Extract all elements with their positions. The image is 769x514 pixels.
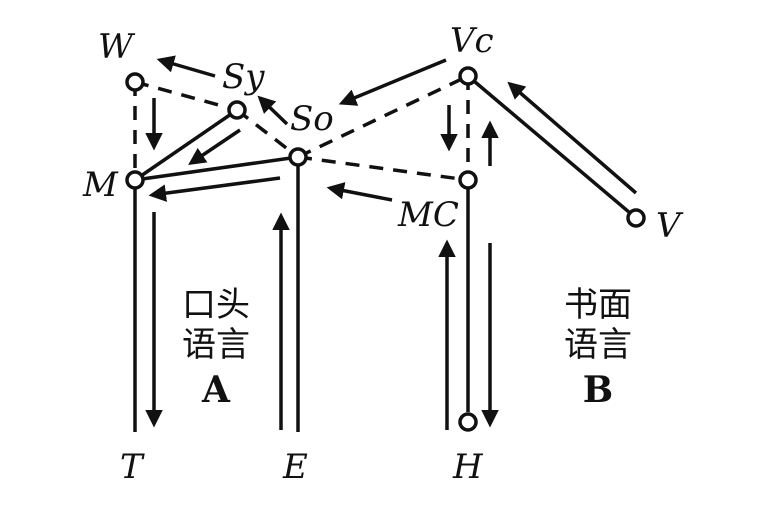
arrow-mc-to-so xyxy=(326,182,393,202)
label-vc: Vc xyxy=(450,21,494,61)
label-t: T xyxy=(120,447,145,487)
nodes xyxy=(125,66,646,432)
arrows xyxy=(145,55,638,430)
section-written: 书面 语言 B xyxy=(564,285,632,411)
label-w: W xyxy=(98,27,136,67)
node-so xyxy=(288,147,308,167)
dash-w-sy xyxy=(134,80,238,112)
label-m: M xyxy=(82,165,119,205)
spoken-line2: 语言 xyxy=(182,325,250,365)
node-sy xyxy=(227,100,247,120)
written-line2: 语言 xyxy=(564,325,632,365)
section-spoken: 口头 语言 A xyxy=(182,285,250,411)
node-mc xyxy=(458,170,478,190)
dash-so-mc xyxy=(297,155,469,182)
node-w xyxy=(125,72,145,92)
solid-links xyxy=(133,74,638,432)
dash-sy-so xyxy=(235,108,300,159)
dashed-links xyxy=(133,74,470,182)
written-letter: B xyxy=(583,369,613,411)
node-h xyxy=(458,412,478,432)
arrow-so-to-m xyxy=(148,176,281,202)
written-line1: 书面 xyxy=(564,285,632,325)
link-vc-v xyxy=(466,74,638,220)
spoken-letter: A xyxy=(201,369,231,411)
node-m xyxy=(125,170,145,190)
label-mc: MC xyxy=(397,195,459,235)
label-so: So xyxy=(290,99,334,139)
link-m-so xyxy=(134,155,299,182)
label-v: V xyxy=(656,206,684,246)
node-v xyxy=(626,208,646,228)
dash-so-vc xyxy=(297,74,469,159)
spoken-line1: 口头 xyxy=(182,285,250,325)
arrow-vc-to-so xyxy=(338,58,447,106)
link-m-sy xyxy=(134,108,238,182)
node-labels: W Sy So Vc M MC V T E H xyxy=(82,21,684,487)
label-h: H xyxy=(452,447,484,487)
arrow-sy-to-w xyxy=(156,55,216,78)
arrow-sy-to-m xyxy=(188,128,241,165)
arrow-to-so xyxy=(257,95,289,126)
label-sy: Sy xyxy=(222,57,265,97)
node-vc xyxy=(458,66,478,86)
label-e: E xyxy=(282,447,308,487)
arrow-v-to-vc xyxy=(507,81,638,195)
